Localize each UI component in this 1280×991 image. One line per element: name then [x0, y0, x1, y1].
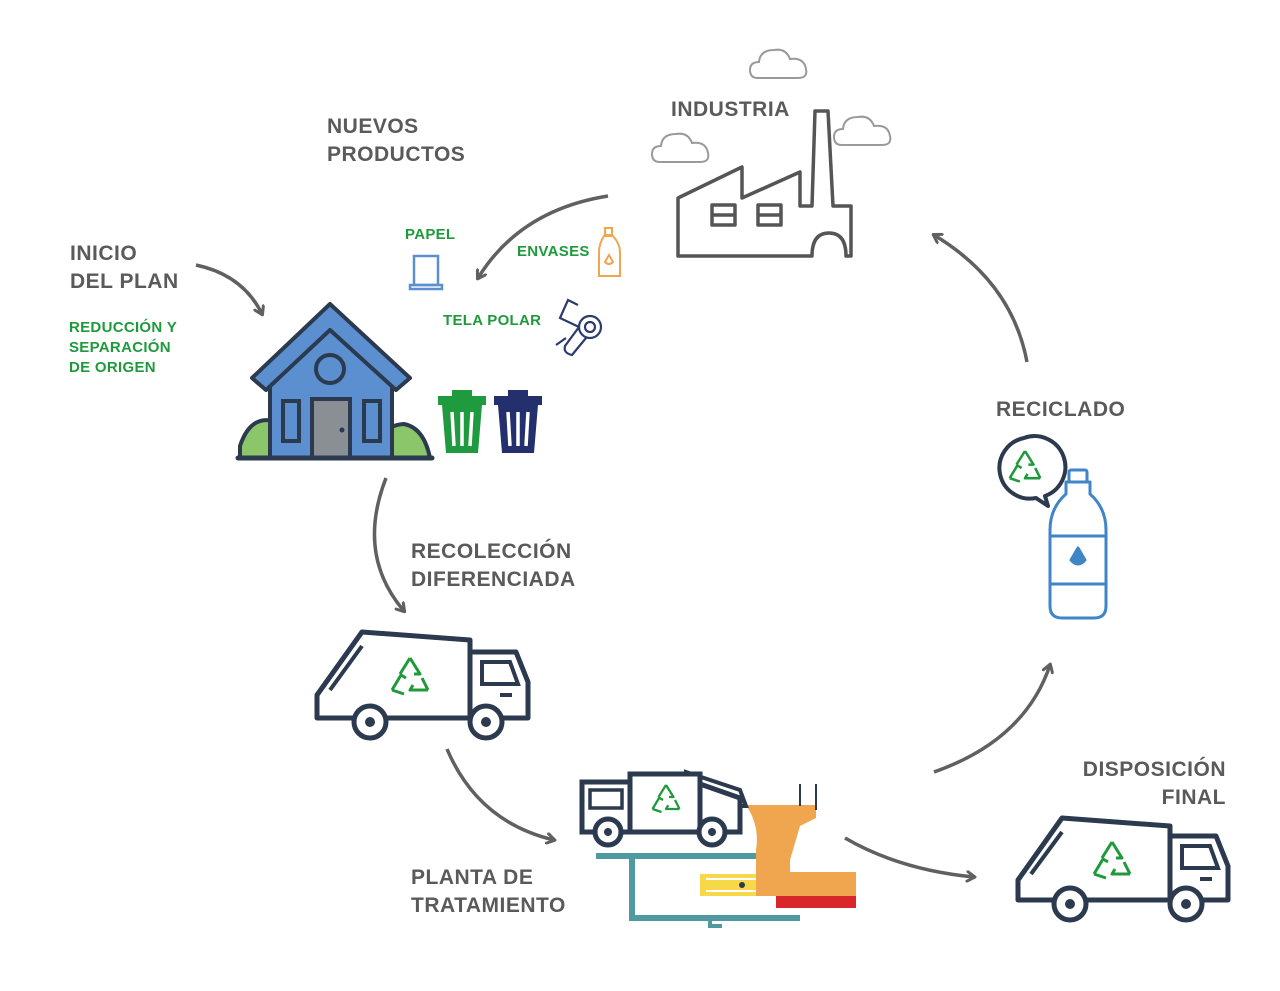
paper-icon: [408, 254, 444, 291]
house-icon: [235, 302, 435, 461]
fabric-roll-icon: [555, 298, 603, 357]
arrow-house-to-truck: [372, 477, 404, 611]
cycle-arrows: [195, 194, 1050, 877]
label-planta-de-tratamiento: PLANTA DE TRATAMIENTO: [411, 866, 566, 917]
plant-icon: [579, 769, 856, 928]
label-recoleccion-diferenciada: RECOLECCIÓN DIFERENCIADA: [411, 540, 576, 591]
trash-bin-icon: [438, 390, 486, 453]
arrow-inicio-to-house: [195, 263, 262, 314]
label-reduccion-separacion: REDUCCIÓN Y SEPARACIÓN DE ORIGEN: [69, 319, 178, 376]
recycle-icon: [997, 434, 1068, 508]
trash-bin-icon: [494, 390, 542, 453]
truck-icon: [314, 629, 531, 741]
cloud-icon: [833, 115, 892, 146]
cloud-icon: [651, 132, 710, 163]
label-papel: PAPEL: [405, 226, 456, 243]
arrow-reciclado-to-industria: [934, 235, 1029, 363]
label-nuevos-productos: NUEVOS PRODUCTOS: [327, 115, 466, 166]
bottle-icon: [598, 227, 621, 277]
label-envases: ENVASES: [517, 243, 590, 260]
truck-icon: [1015, 815, 1231, 923]
water-bottle-icon: [1048, 468, 1108, 620]
label-tela-polar: TELA POLAR: [443, 312, 542, 329]
arrow-truck-to-plant: [445, 748, 554, 840]
label-disposicion-final: DISPOSICIÓN FINAL: [1082, 758, 1226, 809]
label-reciclado: RECICLADO: [996, 398, 1126, 421]
arrow-plant-to-reciclado: [933, 665, 1050, 774]
factory-icon: [676, 109, 853, 258]
label-industria: INDUSTRIA: [671, 98, 790, 121]
label-inicio-del-plan: INICIO DEL PLAN: [70, 242, 179, 293]
arrow-plant-to-disposal: [844, 836, 974, 877]
cloud-icon: [749, 48, 808, 79]
arrow-industria-to-house: [478, 194, 609, 278]
